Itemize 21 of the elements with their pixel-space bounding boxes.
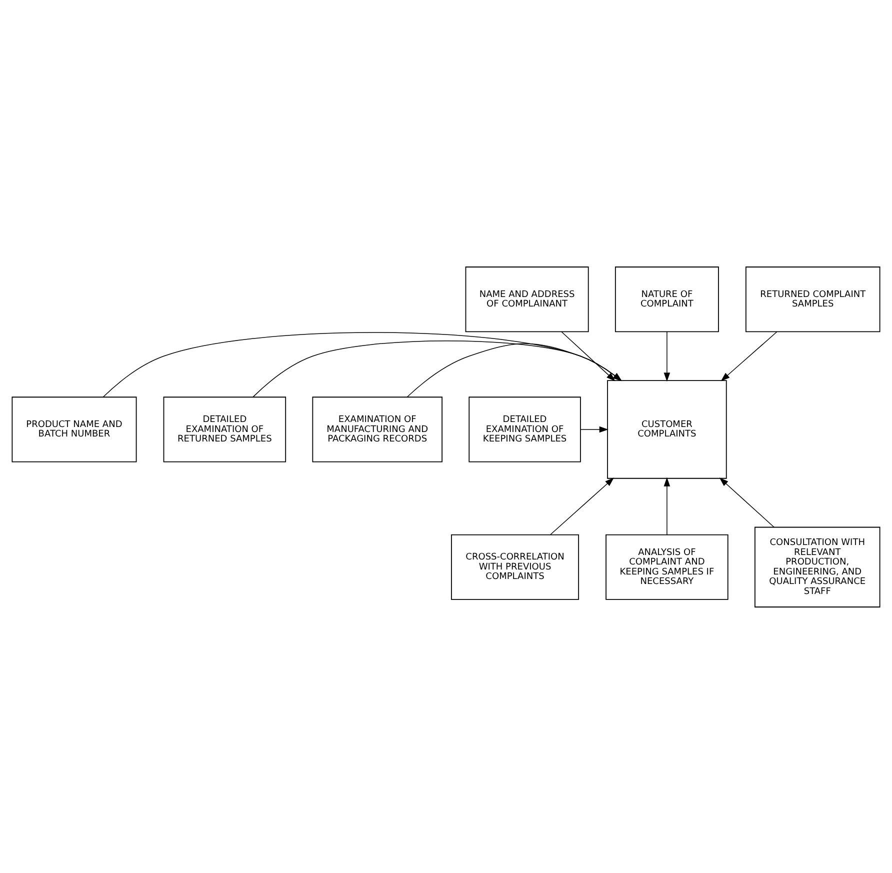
node-box: CUSTOMER COMPLAINTS <box>607 380 727 478</box>
node-box: ANALYSIS OF COMPLAINT AND KEEPING SAMPLES IF NECESSARY <box>606 534 728 600</box>
node-box: NATURE OF COMPLAINT <box>614 266 719 332</box>
arrow <box>550 477 614 535</box>
node-box: EXAMINATION OF MANUFACTURING AND PACKAGING RECORDS <box>312 396 442 462</box>
arrow <box>664 331 670 382</box>
arrow <box>406 342 622 397</box>
node-box: CROSS-CORRELATION WITH PREVIOUS COMPLAINTS <box>451 534 580 600</box>
node-box: DETAILED EXAMINATION OF KEEPING SAMPLES <box>468 396 581 462</box>
arrow <box>102 332 622 397</box>
arrow <box>664 476 670 535</box>
node-box: CONSULTATION WITH RELEVANT PRODUCTION, ENGINEERING, AND QUALITY ASSURANCE STAFF <box>754 526 880 607</box>
arrow <box>561 331 616 381</box>
node-box: RETURNED COMPLAINT SAMPLES <box>745 266 880 332</box>
arrow <box>720 331 778 381</box>
node-box: DETAILED EXAMINATION OF RETURNED SAMPLES <box>163 396 286 462</box>
node-box: PRODUCT NAME AND BATCH NUMBER <box>12 396 137 462</box>
arrow <box>580 426 608 432</box>
arrow <box>252 340 622 397</box>
node-box: NAME AND ADDRESS OF COMPLAINANT <box>465 266 589 332</box>
arrow <box>719 477 774 528</box>
